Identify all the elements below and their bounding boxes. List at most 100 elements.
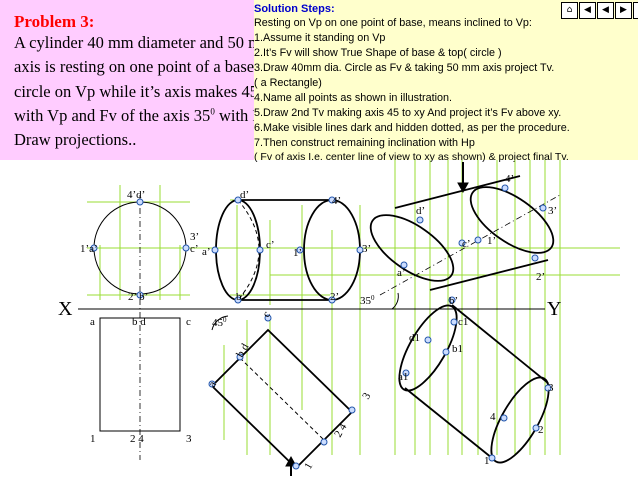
tv1-label: a [90, 316, 95, 328]
fv2-label: c’ [266, 239, 275, 251]
point-marker [448, 296, 456, 304]
fv-angle-arc [391, 292, 399, 310]
point-marker [136, 198, 144, 206]
fv2-label: 3’ [362, 243, 371, 255]
problem-statement-panel: Problem 3: A cylinder 40 mm diameter and… [0, 0, 277, 160]
point-marker [544, 384, 552, 392]
point-marker [328, 196, 336, 204]
problem-line-2: axis is resting on one point of a base [14, 57, 255, 76]
point-marker [450, 318, 458, 326]
fv3-label: b’ [449, 295, 458, 307]
tv1-label: 1 [90, 433, 96, 445]
tv2-inclined-rectangle [210, 328, 354, 470]
point-marker [501, 184, 509, 192]
fv3-label: 2’ [536, 271, 545, 283]
fv2-label: d’ [240, 189, 249, 201]
tv3-label: a1 [398, 371, 408, 383]
step-text: 3.Draw 40mm dia. Circle as Fv & taking 5… [254, 62, 555, 74]
prev-slide-icon[interactable]: ◀ [597, 2, 614, 19]
point-marker [234, 196, 242, 204]
point-marker [296, 246, 304, 254]
step-text: 5.Draw 2nd Tv making axis 45 to xy And p… [254, 107, 562, 119]
point-marker [416, 216, 424, 224]
tv3-label: c1 [458, 316, 468, 328]
next-slide-icon[interactable]: ▶ [615, 2, 632, 19]
tv-angle-label: 450 [212, 316, 227, 329]
point-marker [356, 246, 364, 254]
point-marker [136, 291, 144, 299]
fv2-label: 2’ [330, 291, 339, 303]
point-marker [488, 454, 496, 462]
point-marker [182, 244, 190, 252]
slide-nav-bar: ⌂ ◀ ◀ ▶ ▶ [560, 2, 638, 19]
x-axis-letter: X [58, 298, 73, 320]
home-icon[interactable]: ⌂ [561, 2, 578, 19]
fv1-label: 4’d’ [127, 189, 145, 201]
fv2-label: b’ [236, 291, 245, 303]
point-marker [292, 462, 300, 470]
fv1-label: 3’ [190, 231, 199, 243]
step-text: 1.Assume it standing on Vp [254, 32, 386, 44]
fv2-label: a’ [202, 246, 211, 258]
point-marker [256, 246, 264, 254]
step-text: 6.Make visible lines dark and hidden dot… [254, 122, 570, 134]
fv3-label: d’ [416, 205, 425, 217]
projector-lines [87, 160, 620, 455]
point-marker [234, 296, 242, 304]
point-marker [264, 314, 272, 322]
fv3-label: 1’ [487, 235, 496, 247]
y-axis-letter: Y [547, 298, 561, 320]
solution-steps-panel: Solution Steps: Resting on Vp on one poi… [254, 0, 638, 163]
fv3-label: 3’ [548, 205, 557, 217]
point-marker [236, 353, 244, 361]
fv3-label: 4’ [505, 173, 514, 185]
point-marker [531, 254, 539, 262]
tv3-label: 2 [538, 424, 544, 436]
fv2-cylinder [215, 199, 361, 301]
fv2-label: 1’ [293, 247, 302, 259]
last-slide-icon[interactable]: ▶ [633, 2, 638, 19]
point-marker [424, 336, 432, 344]
tv3-label: 3 [548, 382, 554, 394]
fv1-label: 1’a’ [80, 243, 98, 255]
point-marker [442, 348, 450, 356]
step-text: ( Fv of axis I.e. center line of view to… [254, 151, 569, 163]
tv2-label: 1 [302, 461, 315, 472]
step-text: ( a Rectangle) [254, 77, 322, 89]
problem-line-5: Draw projections.. [14, 130, 137, 149]
fv1-label: c’ [190, 243, 199, 255]
tv3-label: 1 [484, 455, 490, 467]
step-text: Resting on Vp on one point of base, mean… [254, 17, 532, 29]
fv-angle-label: 350 [360, 294, 375, 307]
point-marker [320, 438, 328, 446]
point-marker [328, 296, 336, 304]
fv3-label: c’ [462, 238, 471, 250]
step-text: 2.It’s Fv will show True Shape of base &… [254, 47, 502, 59]
step-text: 7.Then construct remaining inclination w… [254, 137, 475, 149]
point-marker [90, 244, 98, 252]
tv1-label: b d [132, 316, 146, 328]
point-marker [532, 424, 540, 432]
fv3-label: a’ [397, 267, 406, 279]
point-marker [458, 239, 466, 247]
point-marker [348, 406, 356, 414]
tv1-label: c [186, 316, 191, 328]
tv3-label: d1 [409, 332, 420, 344]
point-marker [211, 246, 219, 254]
solution-steps-heading: Solution Steps: [254, 3, 335, 15]
point-marker [402, 369, 410, 377]
problem-title: Problem 3: [14, 12, 95, 31]
point-marker [539, 204, 547, 212]
problem-line-1: A cylinder 40 mm diameter and 50 mm [14, 33, 274, 52]
point-marker [474, 236, 482, 244]
first-slide-icon[interactable]: ◀ [579, 2, 596, 19]
fv2-label: 4’ [332, 195, 341, 207]
step-text: 4.Name all points as shown in illustrati… [254, 92, 453, 104]
tv3-cylinder [398, 304, 550, 464]
tv1-rectangle [99, 317, 181, 432]
fv1-label: 2’ b’ [128, 291, 148, 303]
tv1-label: 3 [186, 433, 192, 445]
point-marker [208, 380, 216, 388]
tv2-label: c [260, 309, 273, 319]
